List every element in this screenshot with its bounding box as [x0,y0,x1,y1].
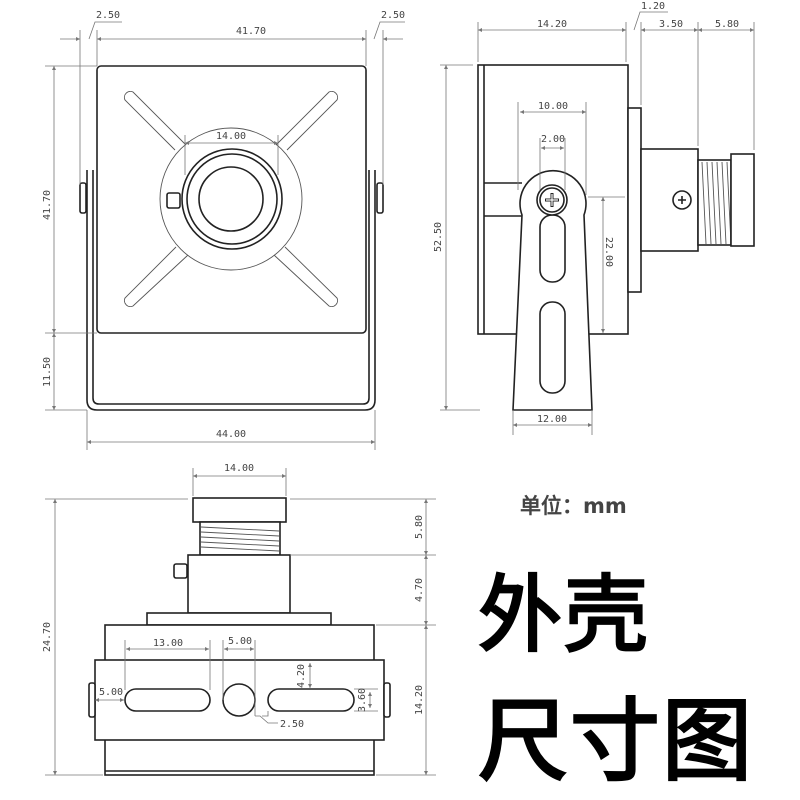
bottom-housing [187,554,291,614]
bracket-arm [512,169,593,411]
dim-slot-width: 3.60 [357,688,368,712]
dim-lens: 5.80 [715,19,739,30]
set-screw [166,192,181,209]
dim-total-height: 52.50 [433,222,444,252]
band-slot [267,688,355,712]
dim-slot-length: 13.00 [153,638,183,649]
title-line-2: 尺寸图 [478,688,754,794]
dim-lens: 5.80 [414,515,425,539]
dim-right-gap: 2.50 [381,10,405,21]
left-knob [88,682,96,718]
dim-arm-bottom-width: 12.00 [537,414,567,425]
right-knob [383,682,391,718]
dim-body-depth: 14.20 [537,19,567,30]
dim-total-width: 44.00 [216,429,246,440]
left-knob [79,182,87,214]
bracket-outline [86,170,376,411]
arm-slot [539,301,566,394]
title-line-1: 外壳 [478,565,651,664]
side-flange [627,107,642,293]
dim-body: 14.20 [414,685,425,715]
side-view: 14.20 1.20 3.50 5.80 10.00 2.00 22.00 52… [433,1,755,435]
dim-height: 41.70 [42,190,53,220]
dim-slot-span: 22.00 [603,237,614,267]
dim-hole-gap: 2.50 [280,719,304,730]
bottom-lens-cap [192,497,287,523]
dim-screw: 2.00 [541,134,565,145]
dim-total-height: 24.70 [42,622,53,652]
set-screw [173,563,188,579]
dim-hole: 5.00 [228,636,252,647]
dim-bracket-extra: 11.50 [42,357,53,387]
dim-width: 41.70 [236,26,266,37]
lens [198,166,264,232]
right-knob [376,182,384,214]
dim-pivot-width: 10.00 [538,101,568,112]
dim-housing: 3.50 [659,19,683,30]
dim-edge-offset: 5.00 [99,687,123,698]
bottom-flange [146,612,332,626]
dim-lens-diameter: 14.00 [216,131,246,142]
band-slot [124,688,211,712]
bottom-view: 14.00 24.70 5.80 4.70 14.20 13.00 5.00 4… [42,463,436,776]
bottom-bracket-band [94,659,385,741]
dim-left-gap: 2.50 [96,10,120,21]
side-lens-cap [730,153,755,247]
x-slots [124,91,338,307]
dim-lens-width: 14.00 [224,463,254,474]
dim-slot-offset-top: 4.20 [296,664,307,688]
unit-label: 单位：mm [520,494,627,518]
front-view: 2.50 41.70 2.50 41.70 11.50 44.00 14.00 [42,10,405,450]
dim-flange: 1.20 [641,1,665,12]
dim-housing: 4.70 [414,578,425,602]
lens-ring [181,148,283,250]
